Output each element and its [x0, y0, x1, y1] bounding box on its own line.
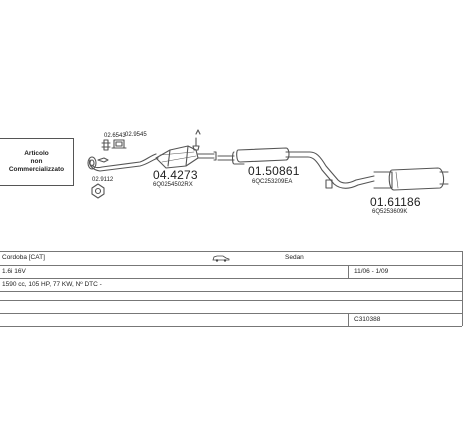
table-line-2	[0, 278, 462, 279]
vehicle-body: Sedan	[285, 254, 304, 261]
part-code-01-61186: 01.61186	[370, 195, 421, 209]
note-line-1: Articolo	[24, 150, 49, 157]
oem-code-mid: 6QC253209EA	[252, 179, 293, 185]
part-label-02-9112: 02.9112	[92, 177, 114, 183]
table-right-edge	[462, 251, 463, 326]
table-top-line	[0, 251, 462, 252]
part-label-02-9545: 02.9545	[125, 132, 147, 138]
table-line-1	[0, 265, 462, 266]
note-line-3: Commercializzato	[8, 166, 65, 173]
part-label-02-6543: 02.6543	[104, 133, 126, 139]
catalytic-converter	[155, 145, 217, 169]
car-icon	[212, 254, 230, 264]
gasket-02-9112	[91, 183, 105, 199]
vehicle-engine: 1.6i 16V	[2, 268, 26, 275]
part-code-01-50861: 01.50861	[248, 164, 300, 178]
oem-code-rear: 6Q5253609K	[372, 209, 408, 215]
note-line-2: non	[30, 158, 43, 165]
vehicle-model: Cordoba [CAT]	[2, 254, 45, 261]
vehicle-years: 11/06 - 1/09	[354, 268, 389, 275]
clamp-02-9545	[111, 139, 127, 149]
oem-code-cat: 6Q0254502RX	[153, 182, 193, 188]
vehicle-spec: 1590 cc, 105 HP, 77 KW, Nº DTC -	[2, 281, 102, 288]
part-code-04-4273: 04.4273	[153, 168, 198, 182]
rear-clamp	[325, 179, 333, 189]
center-silencer	[217, 147, 375, 189]
table-divider-ref	[348, 313, 349, 326]
table-line-4	[0, 300, 462, 301]
table-line-5	[0, 313, 462, 314]
front-pipe	[87, 153, 159, 172]
rear-silencer	[373, 167, 449, 191]
table-line-6	[0, 326, 462, 327]
not-commercialized-note: Articolo non Commercializzato	[0, 138, 74, 186]
clamp-02-6543	[101, 139, 111, 151]
vehicle-ref: C310388	[354, 316, 381, 323]
lambda-sensor-icon	[192, 129, 201, 151]
table-divider-years	[348, 265, 349, 278]
table-line-3	[0, 291, 462, 292]
